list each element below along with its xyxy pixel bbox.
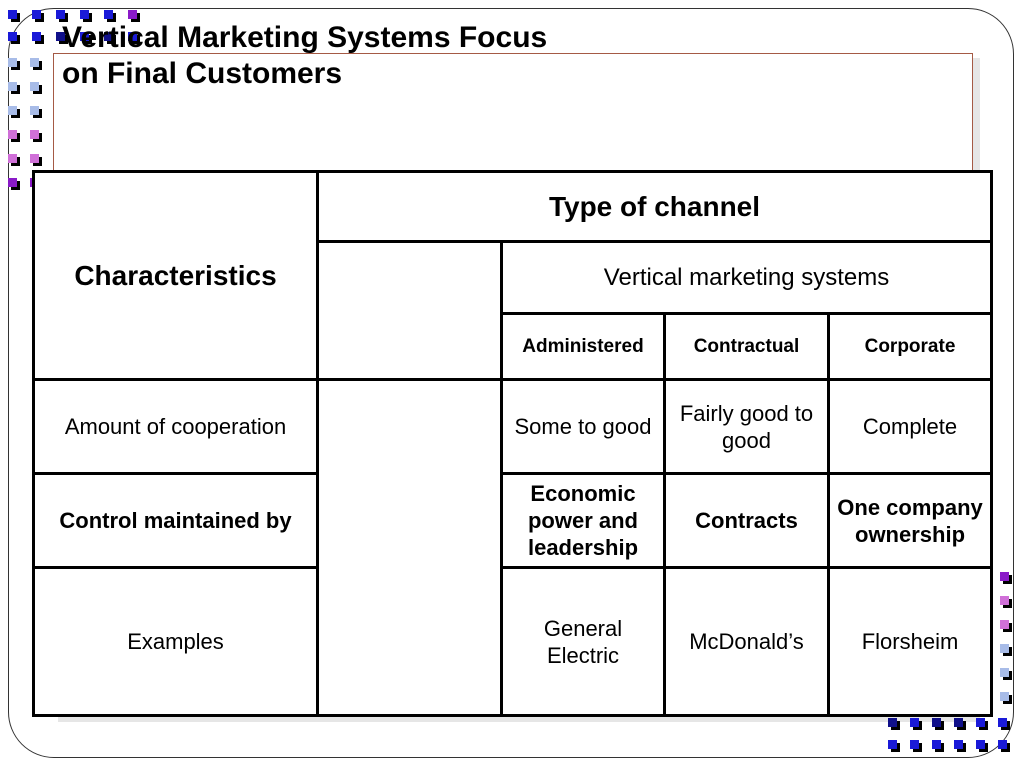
- characteristics-header: Characteristics: [32, 170, 319, 381]
- decor-square: [8, 178, 20, 190]
- decor-square: [932, 740, 944, 752]
- decor-square: [1000, 572, 1012, 584]
- decor-square: [8, 106, 20, 118]
- decor-square: [128, 32, 140, 44]
- table-subheader-row: Vertical marketing systems: [34, 240, 994, 381]
- table-cell: One company ownership: [826, 472, 994, 569]
- decor-square: [976, 740, 988, 752]
- decor-square: [8, 154, 20, 166]
- decor-square: [1000, 644, 1012, 656]
- row-label-examples: Examples: [32, 566, 319, 717]
- slide-title: Vertical Marketing Systems Focus on Fina…: [62, 21, 548, 90]
- decor-square: [8, 10, 20, 22]
- decor-square: [30, 58, 42, 70]
- decor-square: [104, 32, 116, 44]
- decor-square: [976, 718, 988, 730]
- row-label-control: Control maintained by: [32, 472, 319, 569]
- decor-square: [8, 32, 20, 44]
- decor-square: [888, 718, 900, 730]
- decor-square: [8, 82, 20, 94]
- empty-channel-cell: [316, 240, 503, 381]
- decor-square: [30, 130, 42, 142]
- decor-square: [998, 718, 1010, 730]
- decor-square: [30, 154, 42, 166]
- decor-square: [30, 82, 42, 94]
- table-row: Amount of cooperation Some to good Fairl…: [32, 378, 994, 717]
- decor-square: [1000, 620, 1012, 632]
- decor-square: [998, 740, 1010, 752]
- decor-square: [8, 130, 20, 142]
- decor-square: [954, 718, 966, 730]
- channel-table: Characteristics Type of channel Vertical…: [32, 170, 994, 717]
- decor-square: [1000, 668, 1012, 680]
- table-column-row: Administered Contractual Corporate: [34, 312, 994, 381]
- decor-square: [128, 10, 140, 22]
- table-row: Examples General Electric McDonald’s Flo…: [32, 566, 994, 717]
- decor-square: [56, 32, 68, 44]
- decor-square: [104, 10, 116, 22]
- decor-square: [954, 740, 966, 752]
- column-header-contractual: Contractual: [663, 312, 830, 381]
- decor-square: [1000, 692, 1012, 704]
- decor-square: [30, 106, 42, 118]
- decor-square: [910, 718, 922, 730]
- decor-square: [932, 718, 944, 730]
- column-header-corporate: Corporate: [826, 312, 994, 381]
- table-cell: Contracts: [663, 472, 830, 569]
- table-cell: McDonald’s: [663, 566, 830, 717]
- type-of-channel-header: Type of channel: [315, 170, 994, 243]
- decor-square: [910, 740, 922, 752]
- decor-square: [888, 740, 900, 752]
- decor-square: [80, 32, 92, 44]
- empty-channel-body: [316, 378, 503, 717]
- decor-square: [1000, 596, 1012, 608]
- decor-square: [8, 58, 20, 70]
- decor-square: [32, 10, 44, 22]
- table-cell: Fairly good to good: [663, 378, 830, 475]
- table-cell: Florsheim: [826, 566, 994, 717]
- row-label-cooperation: Amount of cooperation: [32, 378, 319, 475]
- vms-header: Vertical marketing systems: [499, 240, 994, 315]
- decor-square: [56, 10, 68, 22]
- column-header-administered: Administered: [500, 312, 666, 381]
- table-cell: Complete: [826, 378, 994, 475]
- table-cell: Economic power and leadership: [500, 472, 666, 569]
- table-cell: Some to good: [500, 378, 666, 475]
- decor-square: [32, 32, 44, 44]
- table-header-row: Characteristics Type of channel: [32, 170, 994, 381]
- decor-square: [80, 10, 92, 22]
- table-row: Control maintained by Economic power and…: [32, 472, 994, 569]
- table-cell: General Electric: [500, 566, 666, 717]
